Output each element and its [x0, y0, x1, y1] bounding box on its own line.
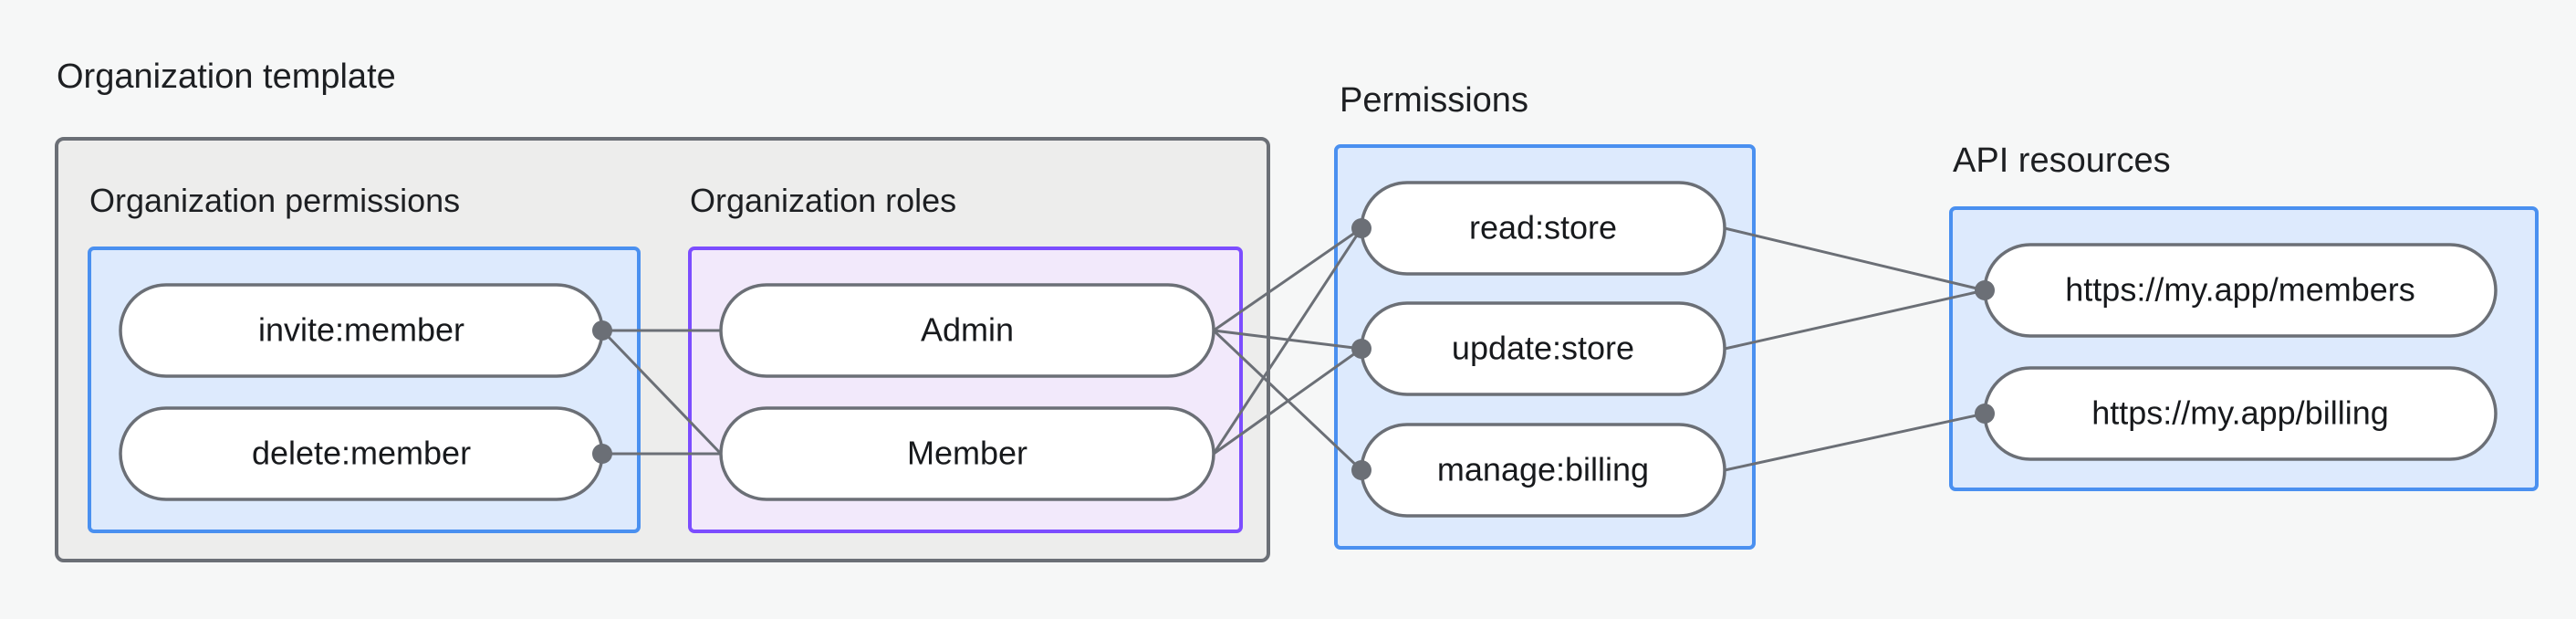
- node-member-shape[interactable]: [719, 406, 1215, 501]
- connector-dot-manage-billing-in: [1351, 460, 1371, 480]
- connector-dot-invite-member: [592, 320, 612, 341]
- node-read-store[interactable]: read:store: [1360, 181, 1726, 276]
- edge-invite-member-to-member: [600, 329, 723, 456]
- node-manage-billing[interactable]: manage:billing: [1360, 423, 1726, 518]
- node-admin[interactable]: Admin: [719, 283, 1215, 378]
- organization-template-label: Organization template: [57, 58, 396, 96]
- connector-dot-read-store-in: [1351, 218, 1371, 238]
- node-url-members-label: https://my.app/members: [2065, 271, 2414, 309]
- edge-admin-to-read-store: [1213, 226, 1362, 332]
- organization-roles-label: Organization roles: [690, 182, 956, 219]
- connector-dot-url-members-in: [1975, 280, 1995, 300]
- connector-dot-url-billing-in: [1975, 404, 1995, 424]
- permissions-label: Permissions: [1340, 81, 1528, 120]
- connector-dot-delete-member: [592, 444, 612, 464]
- organization-permissions-label: Organization permissions: [89, 182, 460, 219]
- edge-member-to-update-store: [1213, 347, 1362, 456]
- node-invite-member-label: invite:member: [258, 311, 464, 349]
- edge-manage-billing-to-url-billing: [1724, 412, 1986, 472]
- node-admin-shape[interactable]: [719, 283, 1215, 378]
- edge-layer: [600, 226, 1986, 472]
- connector-dot-update-store-in: [1351, 339, 1371, 359]
- node-member-label: Member: [907, 435, 1027, 472]
- node-delete-member[interactable]: delete:member: [119, 406, 604, 501]
- api-resources-label: API resources: [1953, 142, 2171, 180]
- edge-read-store-to-url-members: [1724, 226, 1986, 292]
- node-url-members[interactable]: https://my.app/members: [1983, 243, 2498, 338]
- connector-dot-layer: [592, 218, 1995, 480]
- node-read-store-label: read:store: [1469, 209, 1617, 247]
- node-update-store-label: update:store: [1452, 330, 1634, 367]
- node-delete-member-label: delete:member: [252, 435, 471, 472]
- node-manage-billing-label: manage:billing: [1437, 451, 1649, 488]
- node-url-billing-label: https://my.app/billing: [2091, 394, 2389, 432]
- edge-member-to-read-store: [1212, 227, 1363, 455]
- edge-update-store-to-url-members: [1724, 289, 1986, 351]
- node-invite-member[interactable]: invite:member: [119, 283, 604, 378]
- node-admin-label: Admin: [921, 311, 1014, 349]
- node-member[interactable]: Member: [719, 406, 1215, 501]
- node-update-store[interactable]: update:store: [1360, 301, 1726, 396]
- node-url-billing[interactable]: https://my.app/billing: [1983, 366, 2498, 461]
